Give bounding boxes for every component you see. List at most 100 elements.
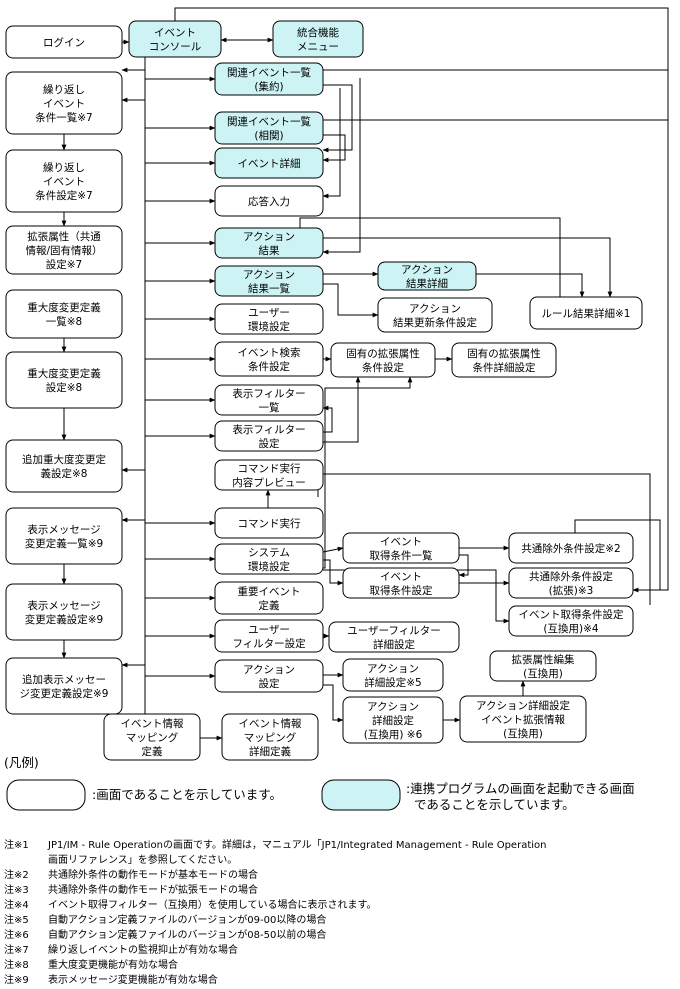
footnote-id: 注※4 (4, 898, 29, 911)
screen-response: 応答入力 (214, 185, 324, 217)
node-label: 繰り返し (43, 161, 85, 174)
node-label: 結果一覧 (248, 282, 290, 295)
transition-arrow (322, 78, 361, 255)
node-label: 詳細設定 (373, 638, 415, 651)
node-label: ルール結果詳細※1 (542, 307, 631, 320)
node-label: (互換用)※4 (543, 623, 598, 635)
footnote-text: 表示メッセージ変更機能が有効な場合 (48, 973, 218, 986)
screen-nodes: ログインイベントコンソール統合機能メニュー繰り返しイベント条件一覧※7繰り返しイ… (5, 20, 643, 761)
transition-arrow (174, 7, 669, 593)
node-label: 結果 (259, 244, 280, 257)
node-label: 条件詳細設定 (473, 361, 536, 374)
node-label: 変更定義設定※9 (25, 613, 103, 626)
node-label: イベント (380, 536, 422, 548)
node-label: 一覧※8 (46, 315, 82, 328)
node-label: 設定※8 (46, 381, 82, 394)
node-label: 環境設定 (248, 320, 290, 333)
node-label: イベント (154, 27, 196, 39)
footnote-text: 共通除外条件の動作モードが基本モードの場合 (48, 868, 258, 881)
footnote-text: JP1/IM - Rule Operationの画面です。詳細は，マニュアル「J… (47, 838, 546, 851)
node-label: 情報/固有情報） (25, 244, 102, 257)
screen-cmd-exec: コマンド実行 (214, 507, 324, 539)
node-label: イベント情報 (121, 717, 184, 730)
node-label: メニュー (297, 41, 339, 53)
node-label: 定義 (259, 599, 280, 612)
node-label: 重要イベント (238, 585, 301, 598)
node-label: 一覧 (259, 401, 280, 414)
footnote-id: 注※1 (4, 838, 29, 851)
legend-screen-box (6, 779, 86, 811)
node-label: アクション (367, 701, 419, 713)
node-label: イベント情報 (239, 717, 302, 730)
node-label: (相関) (254, 129, 283, 142)
node-label: コマンド実行 (238, 462, 301, 475)
node-label: 環境設定 (248, 560, 290, 573)
node-label: 追加重大度変更定 (22, 453, 106, 466)
node-label: (集約) (254, 80, 283, 93)
footnote-text: 繰り返しイベントの監視抑止が有効な場合 (48, 943, 238, 956)
node-label: 結果詳細 (406, 277, 448, 290)
node-label: マッピング (126, 731, 179, 744)
transition-arrow (323, 559, 344, 586)
legend-title: (凡例) (4, 755, 39, 770)
screen-login: ログイン (5, 25, 123, 59)
screen-exclude-ext: 共通除外条件設定(拡張)※3 (508, 567, 634, 599)
transition-arrow (322, 88, 341, 199)
node-label: 条件設定 (362, 361, 404, 374)
node-label: ユーザーフィルター (347, 625, 440, 637)
node-label: イベント (43, 176, 85, 188)
node-label: 条件設定※7 (35, 189, 92, 202)
footnote-id: 注※3 (4, 883, 29, 896)
node-label: 詳細設定 (372, 714, 414, 727)
node-label: (互換用) (503, 728, 543, 740)
node-label: アクション (367, 663, 419, 675)
node-label: 統合機能 (297, 26, 339, 39)
node-label: (互換用) ※6 (364, 729, 423, 741)
screen-acq-compat: イベント取得条件設定 (互換用)※4 (508, 605, 634, 637)
transition-arrow (299, 217, 561, 297)
node-label: 取得条件一覧 (370, 549, 433, 562)
footnote-text: 重大度変更機能が有効な場合 (48, 958, 178, 971)
node-label: 義設定※8 (41, 467, 88, 480)
transition-arrow (458, 554, 469, 578)
node-label: 拡張属性編集 (512, 653, 575, 666)
node-label: 関連イベント一覧 (227, 66, 311, 79)
node-label: イベント取得条件設定 (519, 608, 624, 621)
node-label: 共通除外条件設定※2 (521, 542, 620, 555)
transition-arrow (322, 84, 353, 153)
screen-ext-attr-edit: 拡張属性編集(互換用) (489, 650, 597, 682)
node-label: コンソール (149, 41, 202, 53)
node-label: イベント (43, 98, 85, 110)
node-label: コマンド実行 (238, 517, 301, 530)
node-label: アクション (401, 264, 453, 276)
footnote-text: 自動アクション定義ファイルのバージョンが09-00以降の場合 (48, 913, 326, 926)
footnote-id: 注※6 (4, 928, 29, 941)
node-label: 表示フィルター (232, 387, 305, 400)
transition-arrow (476, 273, 585, 298)
node-label: 詳細定義 (249, 745, 291, 758)
node-label: 設定 (259, 437, 280, 450)
transition-edges (61, 7, 669, 741)
node-label: 結果更新条件設定 (393, 316, 477, 329)
node-label: アクション (409, 303, 461, 315)
legend-linked-label-2: であることを示しています。 (414, 797, 575, 812)
node-label: 重大度変更定義 (27, 367, 101, 380)
footnote-text: 共通除外条件の動作モードが拡張モードの場合 (48, 883, 258, 896)
footnote-text: 画面リファレンス」を参照してください。 (48, 853, 237, 866)
